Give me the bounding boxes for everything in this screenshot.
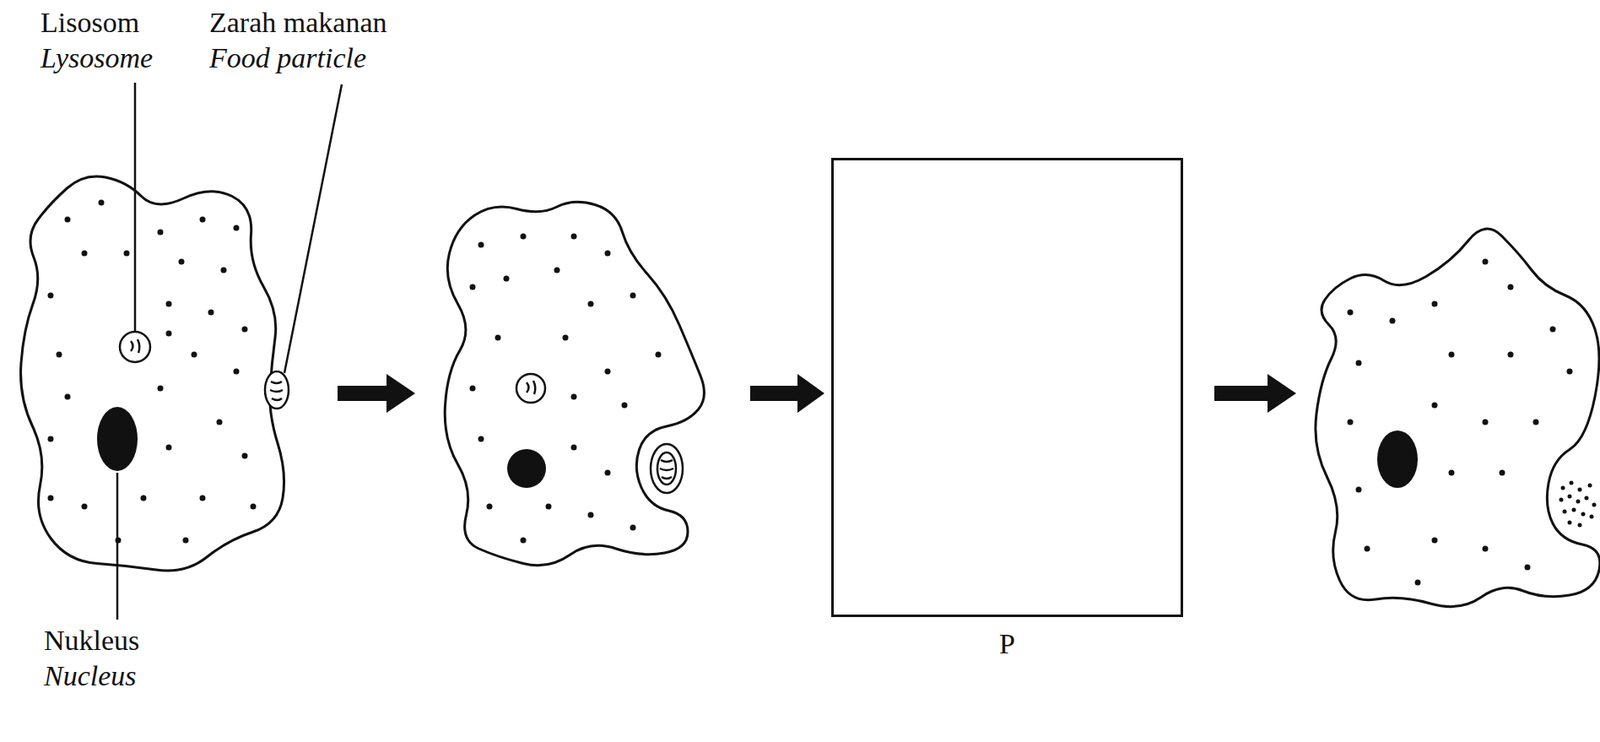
- food-vacuole: [650, 443, 683, 493]
- blank-stage-box: P: [831, 157, 1184, 617]
- food-particle: [264, 371, 289, 409]
- part-label: Lisosom: [40, 5, 140, 41]
- amoeba-outline: [1315, 228, 1600, 607]
- egested-particles: [1559, 481, 1597, 528]
- lysosome-enzymes: [130, 339, 536, 395]
- stage-letter: P: [833, 626, 1181, 662]
- part-label-english: Food particle: [209, 40, 367, 76]
- part-label: Zarah makanan: [209, 5, 388, 41]
- part-label-english: Nucleus: [43, 658, 137, 694]
- part-label: Nukleus: [43, 622, 140, 659]
- lysosome-symbol: [119, 331, 546, 403]
- nucleus-symbol: [97, 406, 1418, 488]
- leader-line: [117, 82, 342, 620]
- amoeba-outline: [444, 201, 704, 565]
- part-label-english: Lysosome: [40, 40, 153, 76]
- process-arrow: [337, 373, 1297, 413]
- cytoplasm-granules: [48, 200, 1573, 586]
- amoeba-outline: [21, 176, 285, 571]
